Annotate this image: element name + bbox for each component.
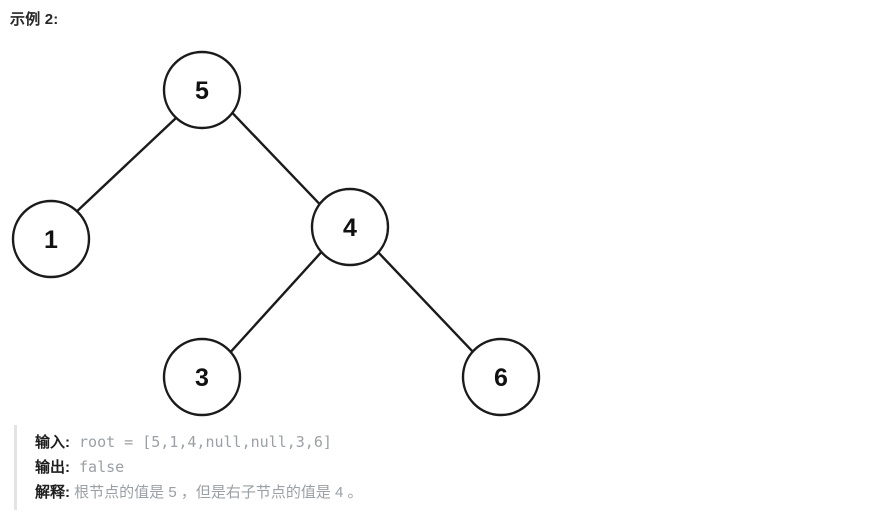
- node-circle-4: [310, 187, 390, 267]
- node-label-6: 6: [494, 364, 508, 392]
- node-circle-6: [461, 337, 541, 417]
- example-output-value: false: [70, 458, 125, 476]
- node-label-5: 5: [195, 77, 209, 105]
- example-output-line: 输出: false: [35, 455, 854, 480]
- edge-4-3: [228, 250, 323, 354]
- tree-node-1: 1: [11, 199, 91, 279]
- tree-svg: 5 1 4 3 6: [11, 50, 541, 417]
- example-output-label: 输出:: [35, 459, 70, 476]
- edge-4-6: [377, 251, 474, 353]
- tree-node-3: 3: [162, 337, 242, 417]
- tree-node-5: 5: [162, 50, 242, 130]
- example-input-line: 输入: root = [5,1,4,null,null,3,6]: [35, 430, 854, 455]
- node-label-1: 1: [44, 226, 58, 254]
- node-label-3: 3: [195, 364, 209, 392]
- tree-node-6: 6: [461, 337, 541, 417]
- example-explanation-line: 解释: 根节点的值是 5 ，但是右子节点的值是 4 。: [35, 480, 854, 505]
- edge-5-1: [75, 116, 178, 213]
- example-description-block: 输入: root = [5,1,4,null,null,3,6] 输出: fal…: [14, 425, 854, 510]
- example-explanation-label: 解释:: [35, 484, 70, 501]
- edge-5-4: [231, 111, 321, 206]
- example-input-value: root = [5,1,4,null,null,3,6]: [70, 433, 332, 451]
- node-label-4: 4: [343, 214, 357, 242]
- node-circle-3: [162, 337, 242, 417]
- example-input-label: 输入:: [35, 434, 70, 451]
- node-circle-5: [162, 50, 242, 130]
- example-explanation-value: 根节点的值是 5 ，但是右子节点的值是 4 。: [70, 484, 363, 501]
- page-title: 示例 2:: [10, 11, 59, 28]
- binary-tree-diagram: 5 1 4 3 6: [0, 30, 600, 420]
- node-circle-1: [11, 199, 91, 279]
- tree-node-4: 4: [310, 187, 390, 267]
